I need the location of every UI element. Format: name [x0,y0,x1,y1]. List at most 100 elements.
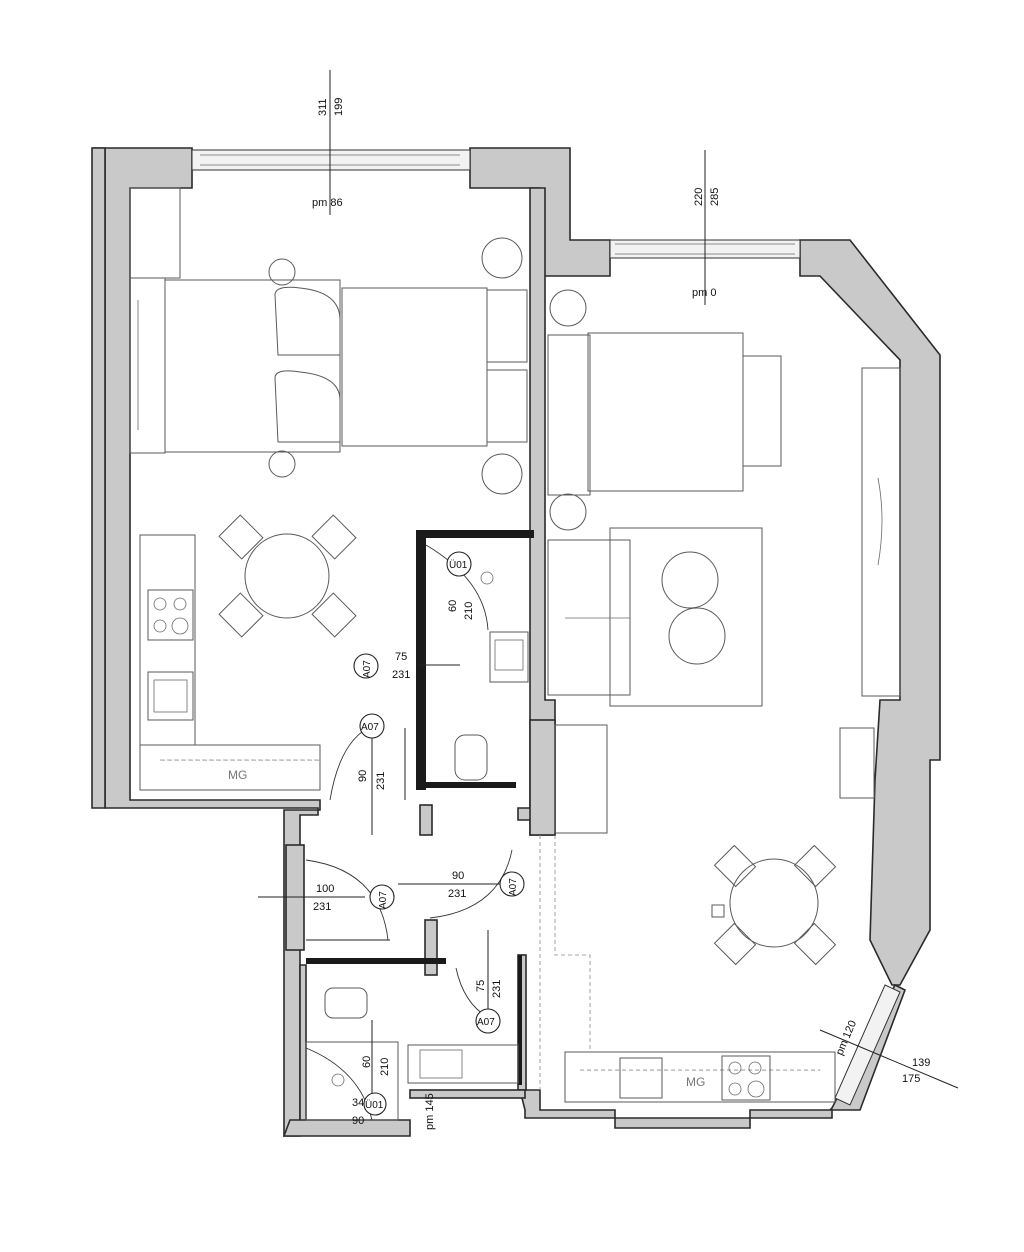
bath-door-h: 231 [491,980,503,998]
mg-label-right: MG [686,1075,705,1089]
kitchen-counter-bottom [139,744,321,791]
sofa-left [164,279,341,453]
wall-right-room [799,239,941,986]
lamp-3 [549,289,587,327]
tv-cabinet [861,367,901,697]
sink-right [619,1057,663,1099]
bath-wc-h: 210 [379,1058,391,1076]
stool-2 [268,450,296,478]
dim-top-window-pm: pm 86 [312,197,343,209]
coffee-table-2 [668,607,726,665]
kitchen-counter-right [564,1051,836,1103]
cabinet-small [839,727,875,799]
left-room-furniture: MG [129,187,528,791]
kitchen-door-w: 75 [395,651,407,663]
tag-u01-top: Ü01 [449,559,468,571]
lamp-1 [481,237,523,279]
wall-bottom [518,1089,833,1129]
dim-bottom-right-h: 175 [902,1073,920,1085]
chair-left-3 [218,592,264,638]
bath-bottom-b: 90 [352,1115,364,1127]
wall-pillar [529,719,556,836]
wall-hall-lower [424,919,438,976]
dim-right-window-sill: 285 [709,188,721,206]
wall-left-room [92,147,321,1137]
chair-left-4 [311,592,357,638]
bath-door-w: 75 [475,980,487,992]
cooktop-left [147,589,194,641]
dim-bottom-right-w: 139 [912,1057,930,1069]
wardrobe-top [129,187,181,279]
dim-top-window-sill: 199 [333,98,345,116]
shower-drain [480,571,494,585]
bath-drain [331,1073,345,1087]
wc-toilet [454,734,488,781]
door-hall-left [305,859,389,941]
nightstand-1 [486,289,528,363]
window-top-left [191,149,471,171]
wall-wc-left [416,530,426,790]
bed-right [587,332,744,492]
nightstand-2 [486,369,528,443]
bath-toilet [324,987,368,1019]
hall-left-w: 100 [316,883,334,895]
armchair-2 [274,370,341,443]
walls [91,147,941,1137]
wall-wc-bottom [426,782,516,788]
bed-right-side [742,355,782,467]
dining-table-right [729,858,819,948]
wc-sink [489,631,529,683]
tags: Ü01 A07 A07 A07 A07 A07 Ü01 [353,551,525,1116]
right-room-furniture: MG [539,289,901,1103]
chair-right-4 [793,922,837,966]
wall-hall-mid [419,804,433,836]
lamp-2 [481,453,523,495]
heater-icon [711,904,725,918]
chair-left-2 [311,514,357,560]
door-kitchen [329,725,373,801]
kitchen-door-h: 231 [392,669,410,681]
dimension-lines [258,70,959,1095]
dim-right-window-pm: pm 0 [692,287,716,299]
rug [609,527,763,707]
sofa-right-back [547,334,591,496]
mg-label-left: MG [228,768,247,782]
wall-bath [282,964,411,1137]
tag-u01-bottom: Ü01 [365,1099,384,1111]
dim-top-window-height: 311 [317,98,329,116]
wall-bath-bottom [409,1089,526,1099]
coffee-table-1 [661,551,719,609]
bath-bottom-a: 34 [352,1097,364,1109]
wardrobe [129,277,166,454]
dining-table-left [244,533,330,619]
hall-right-h: 231 [448,888,466,900]
armchair-1 [274,286,341,356]
window-bottom-right [834,984,901,1106]
sofa-right [547,539,631,696]
hall-top-w: 90 [357,770,369,782]
bed-left [341,287,488,447]
bath-shower [305,1041,399,1121]
chair-left-1 [218,514,264,560]
chair-right-1 [713,844,757,888]
tag-a07-kitchen: A07 [362,660,373,678]
shelf-unit [554,724,608,834]
tag-a07-hall-left: A07 [378,891,389,909]
tag-a07-bath: A07 [477,1017,495,1028]
wc-top-h: 210 [463,602,475,620]
cooktop-right [721,1055,771,1101]
hall-top-h: 231 [375,772,387,790]
chair-right-2 [793,844,837,888]
lamp-4 [549,493,587,531]
bath-wc-w: 60 [361,1056,373,1068]
doors [305,725,513,941]
sink-left [147,671,194,721]
hall-left-h: 231 [313,901,331,913]
wall-bath-top [306,958,446,964]
wc-top [418,544,529,781]
bathroom [305,967,519,1121]
wall-bath-side [518,955,522,1085]
windows [191,149,901,1106]
dim-right-window-height: 220 [693,188,705,206]
